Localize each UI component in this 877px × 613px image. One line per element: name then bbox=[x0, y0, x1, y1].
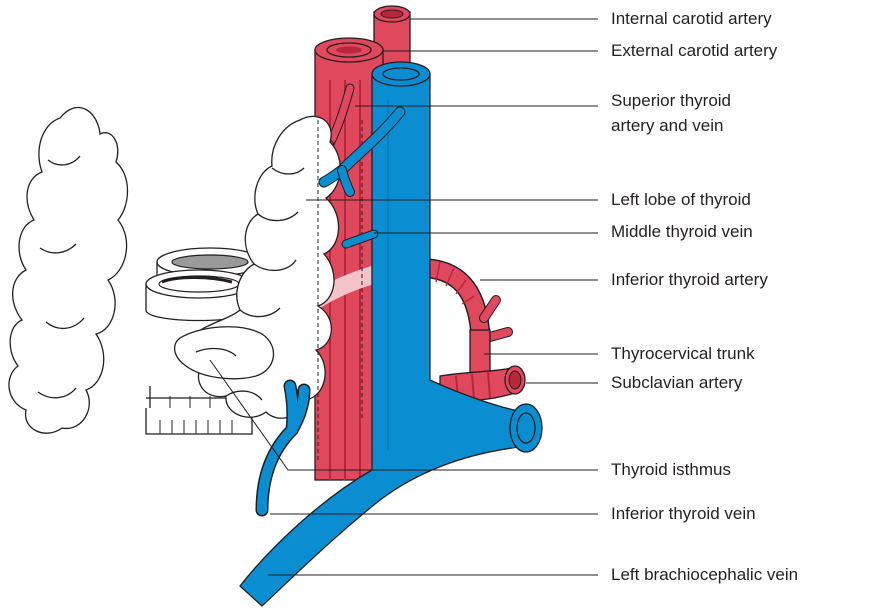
label-superior-thyroid-line2: artery and vein bbox=[611, 116, 723, 135]
label-left-brachiocephalic-vein: Left brachiocephalic vein bbox=[611, 565, 798, 584]
label-inferior-thyroid-artery: Inferior thyroid artery bbox=[611, 270, 768, 289]
thyroid-isthmus bbox=[175, 327, 274, 379]
labels: Internal carotid artery External carotid… bbox=[611, 9, 798, 584]
label-middle-thyroid-vein: Middle thyroid vein bbox=[611, 222, 753, 241]
label-inferior-thyroid-vein: Inferior thyroid vein bbox=[611, 504, 756, 523]
label-thyroid-isthmus: Thyroid isthmus bbox=[611, 460, 731, 479]
label-subclavian-artery: Subclavian artery bbox=[611, 373, 743, 392]
label-external-carotid-artery: External carotid artery bbox=[611, 41, 778, 60]
label-internal-carotid-artery: Internal carotid artery bbox=[611, 9, 772, 28]
label-superior-thyroid-line1: Superior thyroid bbox=[611, 91, 731, 110]
right-thyroid-lobe bbox=[9, 107, 128, 433]
label-left-lobe-of-thyroid: Left lobe of thyroid bbox=[611, 190, 751, 209]
label-thyrocervical-trunk: Thyrocervical trunk bbox=[611, 344, 755, 363]
brachiocephalic-vein-end bbox=[510, 404, 542, 452]
